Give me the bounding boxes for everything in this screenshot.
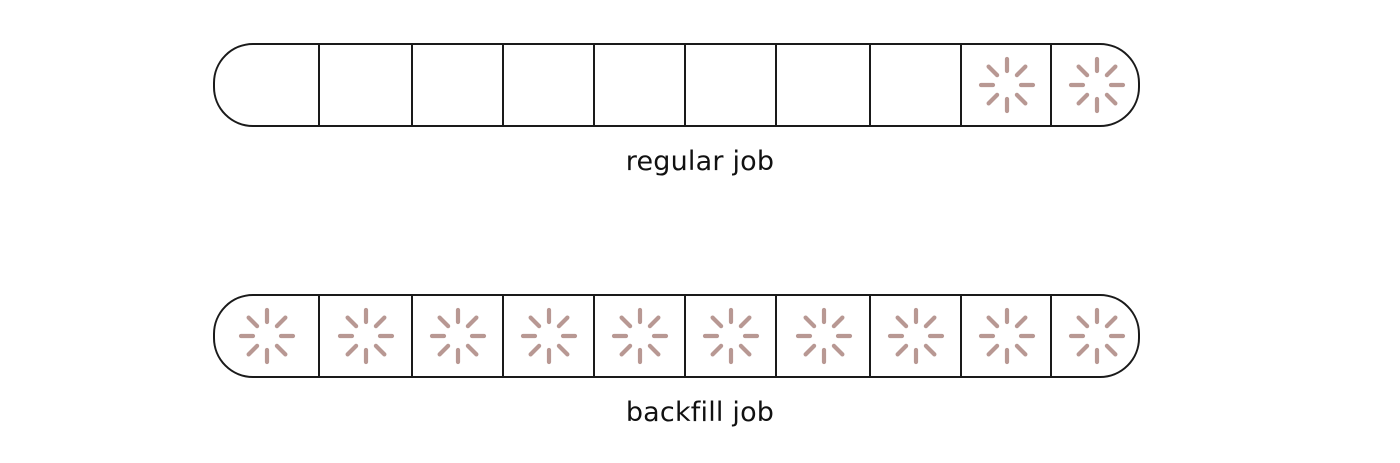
spinner-tick: [556, 315, 570, 329]
spinner-tick: [1104, 64, 1118, 78]
empty-slot: [593, 45, 685, 125]
spinner-tick: [1104, 92, 1118, 106]
regular-job-label: regular job: [625, 146, 775, 177]
spinner-tick: [1014, 315, 1027, 329]
loading-spinner-icon: [337, 307, 395, 365]
spinner-tick: [803, 343, 816, 357]
spinner-tick: [710, 315, 724, 329]
loading-spinner-icon: [702, 307, 760, 365]
empty-slot: [411, 45, 503, 125]
spinner-tick: [619, 315, 633, 329]
spinner-tick: [373, 343, 387, 357]
loading-spinner-icon: [978, 56, 1035, 114]
empty-slot: [775, 45, 870, 125]
spinner-tick: [831, 343, 844, 357]
spinner-tick: [465, 315, 479, 329]
loading-spinner-icon: [238, 307, 296, 365]
loading-spinner-icon: [887, 307, 945, 365]
spinner-tick: [1076, 315, 1090, 329]
spinner-tick: [738, 343, 752, 357]
loading-slot: [775, 296, 870, 376]
loading-slot: [502, 296, 594, 376]
loading-slot: [684, 296, 776, 376]
regular-job-bar: [213, 43, 1140, 127]
spinner-tick: [246, 343, 260, 357]
empty-slot: [215, 45, 319, 125]
spinner-tick: [1076, 92, 1090, 106]
backfill-job-label: backfill job: [625, 397, 775, 428]
spinner-tick: [556, 343, 570, 357]
spinner-tick: [895, 343, 909, 357]
spinner-tick: [923, 315, 937, 329]
empty-slot: [684, 45, 776, 125]
loading-slot: [1050, 45, 1138, 125]
spinner-tick: [986, 343, 999, 357]
spinner-tick: [1014, 92, 1027, 106]
spinner-tick: [528, 315, 542, 329]
spinner-tick: [1104, 343, 1118, 357]
spinner-tick: [345, 343, 359, 357]
spinner-tick: [831, 315, 844, 329]
spinner-tick: [1076, 343, 1090, 357]
loading-slot: [593, 296, 685, 376]
empty-slot: [502, 45, 594, 125]
spinner-tick: [437, 315, 451, 329]
spinner-tick: [246, 315, 260, 329]
spinner-tick: [923, 343, 937, 357]
spinner-tick: [528, 343, 542, 357]
spinner-tick: [895, 315, 909, 329]
loading-spinner-icon: [1068, 307, 1126, 365]
loading-spinner-icon: [1068, 56, 1126, 114]
loading-spinner-icon: [520, 307, 578, 365]
spinner-tick: [465, 343, 479, 357]
spinner-tick: [1076, 64, 1090, 78]
spinner-tick: [619, 343, 633, 357]
spinner-tick: [1104, 315, 1118, 329]
empty-slot: [869, 45, 961, 125]
backfill-job-bar: [213, 294, 1140, 378]
spinner-tick: [274, 315, 288, 329]
loading-spinner-icon: [795, 307, 852, 365]
spinner-tick: [738, 315, 752, 329]
spinner-tick: [986, 315, 999, 329]
spinner-tick: [1014, 343, 1027, 357]
loading-slot: [215, 296, 319, 376]
loading-slot: [411, 296, 503, 376]
loading-slot: [960, 45, 1051, 125]
loading-slot: [1050, 296, 1138, 376]
loading-slot: [869, 296, 961, 376]
spinner-tick: [373, 315, 387, 329]
spinner-tick: [647, 315, 661, 329]
spinner-tick: [986, 92, 999, 106]
spinner-tick: [1014, 64, 1027, 78]
loading-slot: [960, 296, 1051, 376]
spinner-tick: [437, 343, 451, 357]
loading-slot: [318, 296, 412, 376]
spinner-tick: [647, 343, 661, 357]
spinner-tick: [274, 343, 288, 357]
empty-slot: [318, 45, 412, 125]
spinner-tick: [986, 64, 999, 78]
loading-spinner-icon: [429, 307, 487, 365]
loading-spinner-icon: [611, 307, 669, 365]
spinner-tick: [803, 315, 816, 329]
loading-spinner-icon: [978, 307, 1035, 365]
spinner-tick: [710, 343, 724, 357]
spinner-tick: [345, 315, 359, 329]
